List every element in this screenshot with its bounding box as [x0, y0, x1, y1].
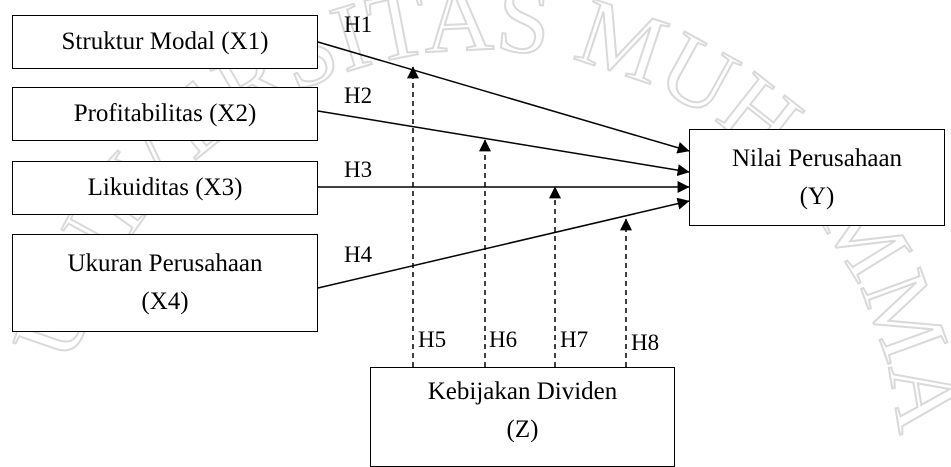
path-h1-arrow	[317, 41, 690, 154]
ukuran-perusahaan-box: Ukuran Perusahaan (X4)	[12, 234, 318, 332]
profitabilitas-label: Profitabilitas (X2)	[73, 100, 257, 127]
profitabilitas-box: Profitabilitas (X2)	[12, 87, 318, 141]
nilai-perusahaan-box: Nilai Perusahaan (Y)	[689, 129, 945, 226]
h7-label: H7	[560, 327, 589, 352]
struktur-modal-box: Struktur Modal (X1)	[12, 15, 318, 69]
h4-label: H4	[344, 242, 373, 267]
kebijakan-dividen-box: Kebijakan Dividen (Z)	[370, 367, 675, 467]
h1-label: H1	[344, 12, 373, 37]
ukuran-perusahaan-label: Ukuran Perusahaan	[67, 250, 263, 277]
h3-label: H3	[344, 157, 373, 182]
diagram-lines	[317, 41, 690, 367]
ukuran-perusahaan-code: (X4)	[141, 288, 189, 315]
h6-label: H6	[489, 327, 518, 352]
struktur-modal-label: Struktur Modal (X1)	[61, 28, 269, 55]
h8-label: H8	[631, 330, 660, 355]
h2-label: H2	[344, 83, 373, 108]
kebijakan-dividen-code: (Z)	[506, 416, 539, 443]
likuiditas-box: Likuiditas (X3)	[12, 161, 318, 215]
likuiditas-label: Likuiditas (X3)	[87, 174, 243, 201]
path-h4-arrow	[317, 197, 690, 289]
nilai-perusahaan-code: (Y)	[799, 182, 835, 210]
nilai-perusahaan-label: Nilai Perusahaan	[731, 144, 903, 172]
kebijakan-dividen-label: Kebijakan Dividen	[427, 378, 618, 405]
path-h2-arrow	[317, 110, 690, 177]
h5-label: H5	[418, 327, 447, 352]
